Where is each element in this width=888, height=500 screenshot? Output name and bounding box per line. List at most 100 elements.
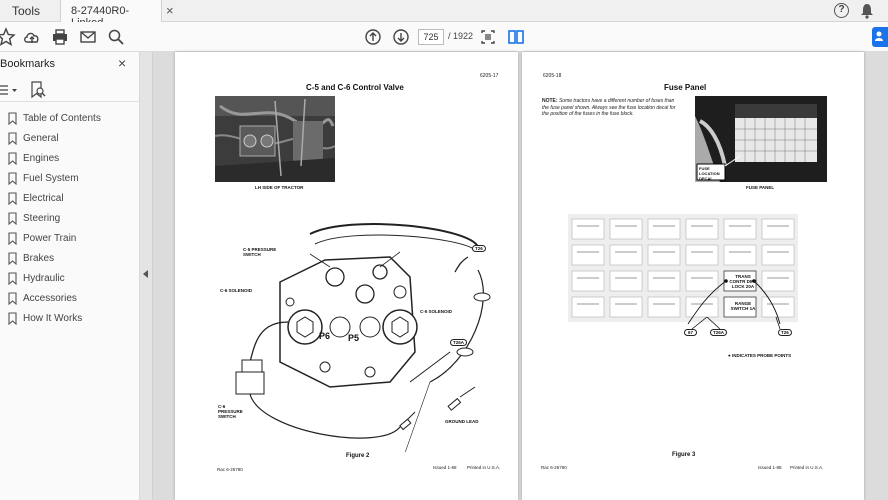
bookmark-item[interactable]: How It Works (0, 310, 140, 330)
bookmark-icon (8, 192, 17, 205)
page-number-input[interactable]: 725 (418, 29, 444, 45)
bookmark-list: Table of Contents General Engines Fuel S… (0, 110, 140, 330)
ground-lead-label: GROUND LEAD (445, 419, 479, 424)
bookmark-label: Steering (23, 213, 61, 224)
c5-pressure-switch-label: C-5 PRESSURE SWITCH (243, 247, 277, 257)
bookmark-label: How It Works (23, 313, 83, 324)
previous-page-icon[interactable] (363, 27, 383, 47)
figure-caption: Figure 3 (672, 452, 696, 458)
page-code: 6205-17 (480, 73, 499, 79)
user-plus-icon (875, 31, 883, 41)
bookmark-item[interactable]: Accessories (0, 290, 140, 310)
bookmark-options-icon[interactable] (0, 83, 18, 97)
bookmark-label: Engines (23, 153, 60, 164)
collapse-arrow-icon[interactable] (143, 270, 148, 278)
bookmarks-toolbar (0, 78, 140, 102)
terminal-t26a-label: T26A (710, 329, 728, 336)
control-valve-diagram (235, 223, 491, 452)
bookmark-item[interactable]: Steering (0, 210, 140, 230)
bookmark-item[interactable]: Electrical (0, 190, 140, 210)
bookmark-label: Accessories (23, 293, 77, 304)
probe-points-note: ● INDICATES PROBE POINTS (728, 353, 792, 358)
photo-caption: LH SIDE OF TRACTOR (255, 185, 304, 190)
bookmark-label: Power Train (23, 233, 77, 244)
note-text: Some tractors have a different number of… (542, 98, 676, 117)
port-p5-label: P5 (348, 333, 360, 343)
bookmark-icon (8, 312, 17, 325)
upload-cloud-icon[interactable] (22, 27, 42, 47)
app-title-bar: Tools 8-27440R0-Linked ... × ? (0, 0, 888, 29)
page-title: Fuse Panel (664, 83, 707, 92)
document-viewer[interactable]: 6205-17 C-5 and C-6 Control Valve LH SID… (153, 52, 888, 500)
footer-printed: Printed in U.S.A. (467, 465, 501, 470)
port-p6-label: P6 (319, 331, 331, 341)
panel-collapse-strip[interactable] (140, 52, 153, 500)
bookmark-icon (8, 172, 17, 185)
bell-icon[interactable] (860, 3, 874, 19)
footer-printed: Printed in U.S.A. (790, 465, 824, 470)
bookmark-item[interactable]: Fuel System (0, 170, 140, 190)
bookmarks-panel: Bookmarks × Table of Contents General En… (0, 52, 140, 500)
bookmark-label: General (23, 133, 59, 144)
bookmark-icon (8, 232, 17, 245)
tractor-photo (215, 96, 335, 182)
terminal-t26a-label: T26A (450, 339, 468, 346)
fuse-decal-label: FUSE LOCATION DECAL (699, 166, 720, 181)
fit-page-icon[interactable] (478, 27, 498, 47)
mail-icon[interactable] (78, 27, 98, 47)
print-icon[interactable] (50, 27, 70, 47)
terminal-67-label: 67 (684, 329, 698, 336)
page-total: / 1922 (448, 31, 474, 41)
bookmark-item[interactable]: Brakes (0, 250, 140, 270)
c6-pressure-switch-label: C-6 PRESSURE SWITCH (218, 404, 243, 419)
bookmark-search-icon[interactable] (30, 81, 46, 99)
tools-menu[interactable]: Tools (12, 4, 41, 18)
bookmark-item[interactable]: Table of Contents (0, 110, 140, 130)
page-title: C-5 and C-6 Control Valve (306, 83, 404, 92)
footer-ref: Rac 6-26780 (541, 465, 567, 470)
fuse-block-diagram (568, 214, 798, 325)
bookmark-icon (8, 212, 17, 225)
fuse-trans-contr-label: TRANS CONTR DIFF LOCK 20A (729, 274, 757, 289)
bookmark-icon (8, 132, 17, 145)
bookmark-icon (8, 292, 17, 305)
fuse-note: NOTE: Some tractors have a different num… (542, 98, 680, 118)
bookmark-icon (8, 112, 17, 125)
fuse-range-switch-label: RANGE SWITCH 1A (730, 301, 756, 311)
bookmark-icon (8, 252, 17, 265)
bookmark-icon (8, 152, 17, 165)
page-code: 6205-18 (543, 73, 562, 79)
zoom-search-icon[interactable] (106, 27, 126, 47)
bookmark-label: Hydraulic (23, 273, 65, 284)
bookmarks-title: Bookmarks (0, 58, 56, 70)
pdf-page-right: 6205-18 Fuse Panel NOTE: Some tractors h… (522, 52, 864, 500)
bookmark-label: Brakes (23, 253, 55, 264)
bookmark-icon (8, 272, 17, 285)
probe-leads (691, 317, 781, 330)
next-page-icon[interactable] (391, 27, 411, 47)
terminal-t26-label: T26 (778, 329, 792, 336)
c5-solenoid-label: C-5 SOLENOID (420, 309, 453, 314)
bookmark-label: Table of Contents (23, 113, 101, 124)
two-page-view-icon[interactable] (506, 27, 526, 47)
bookmark-item[interactable]: General (0, 130, 140, 150)
bookmark-label: Electrical (23, 193, 64, 204)
star-icon[interactable] (0, 27, 16, 47)
bookmark-item[interactable]: Power Train (0, 230, 140, 250)
account-button[interactable] (872, 27, 888, 47)
tab-close-icon[interactable]: × (166, 3, 174, 18)
footer-issued: Issued 1-88 (433, 465, 457, 470)
document-tab[interactable]: 8-27440R0-Linked ... (60, 0, 162, 29)
c6-solenoid-label: C-6 SOLENOID (220, 288, 253, 293)
bookmark-item[interactable]: Engines (0, 150, 140, 170)
bookmark-item[interactable]: Hydraulic (0, 270, 140, 290)
pdf-page-left: 6205-17 C-5 and C-6 Control Valve LH SID… (175, 52, 518, 500)
footer-ref: Rac 6-26780 (217, 467, 243, 472)
help-icon[interactable]: ? (834, 3, 849, 18)
photo-caption: FUSE PANEL (746, 185, 775, 190)
terminal-t26-label: T26 (472, 245, 486, 252)
figure-caption: Figure 2 (346, 453, 370, 459)
close-panel-icon[interactable]: × (118, 55, 127, 71)
fuse-panel-photo (695, 96, 827, 182)
toolbar: 725 / 1922 (0, 22, 888, 52)
